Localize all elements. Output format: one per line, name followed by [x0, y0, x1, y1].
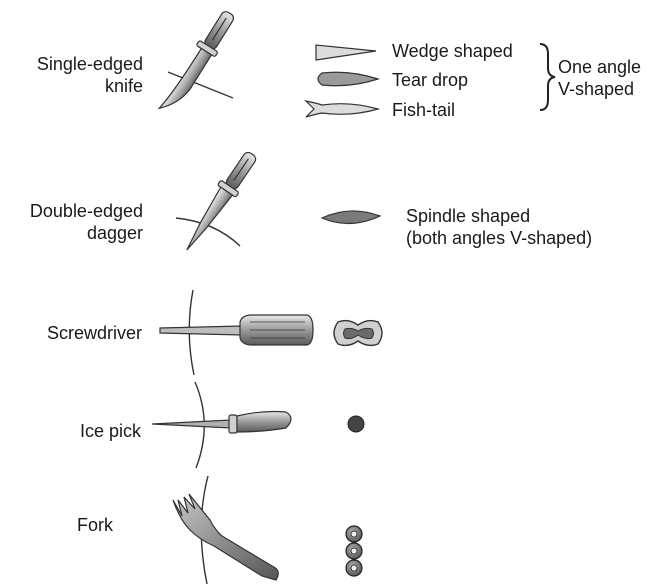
ice-pick-handle-icon	[237, 412, 291, 433]
fork-wound-shape-icon	[346, 526, 362, 576]
double-edged-dagger-icon	[178, 148, 261, 256]
curly-brace-icon	[540, 44, 555, 110]
ice-pick-ferrule-icon	[229, 415, 237, 433]
spindle-shape-icon	[322, 211, 380, 224]
fish-tail-shape-icon	[306, 101, 378, 117]
screwdriver-illustration	[160, 290, 313, 375]
ice-pick-spike-icon	[152, 420, 231, 428]
ice-pick-illustration	[152, 382, 291, 468]
fork-illustration	[173, 476, 278, 584]
single-edged-knife-illustration	[158, 7, 239, 119]
double-edged-dagger-illustration	[176, 148, 261, 256]
single-edged-knife-icon	[158, 7, 239, 119]
screwdriver-shaft-icon	[160, 326, 242, 335]
fork-icon	[173, 494, 278, 580]
tear-drop-shape-icon	[318, 72, 378, 86]
ice-pick-wound-shape-icon	[348, 416, 364, 432]
wedge-shape-icon	[316, 45, 376, 60]
